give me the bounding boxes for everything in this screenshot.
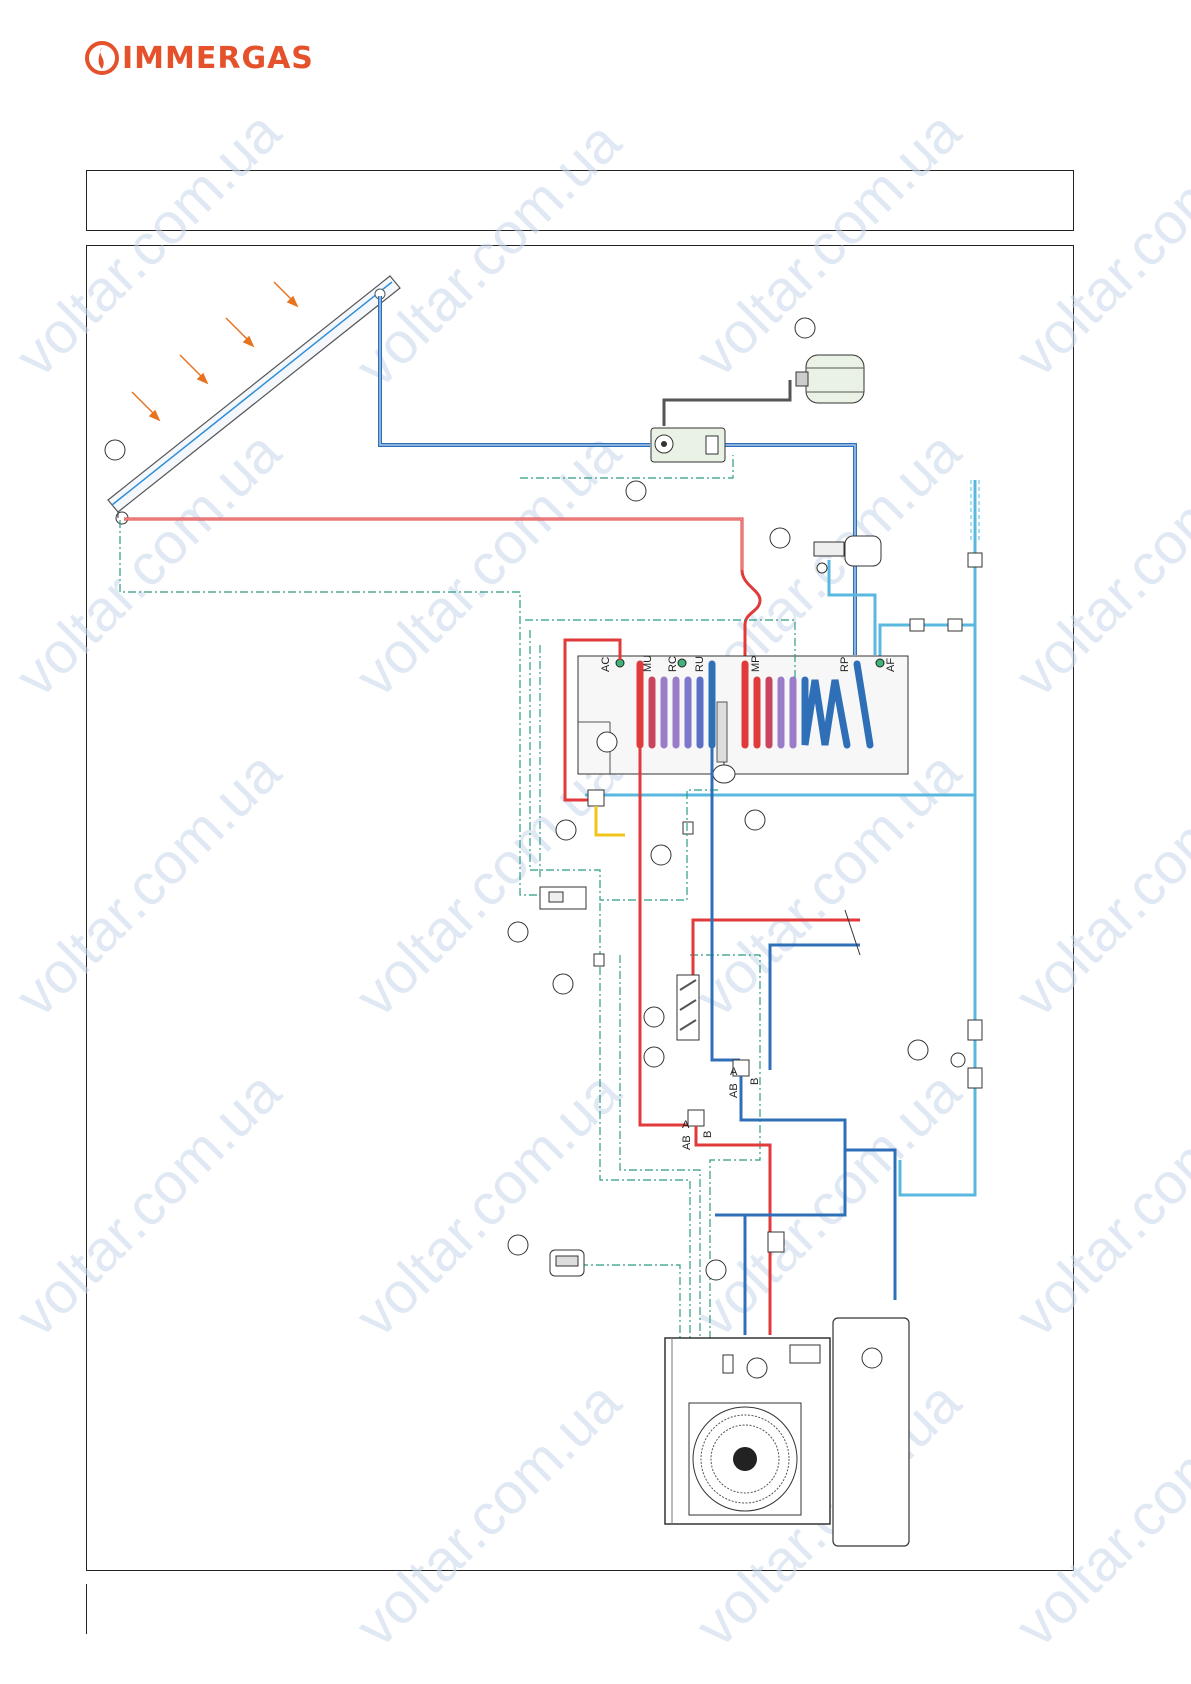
hot-water-outlet — [563, 638, 622, 802]
hydraulic-separator — [676, 974, 700, 1041]
callout-anode — [744, 809, 766, 831]
callout-tank — [596, 731, 618, 753]
tank-port-labels: AC MU RC RU MP RP AF — [600, 655, 897, 672]
watermark-text: voltar.com.ua — [683, 1059, 973, 1349]
watermark-text: voltar.com.ua — [1003, 739, 1191, 1029]
three-way-valve-upper: A AB B — [728, 1059, 761, 1098]
page-margin-rule — [86, 1584, 87, 1634]
tank-port-label: AC — [600, 657, 612, 672]
watermark-text: voltar.com.ua — [3, 99, 293, 389]
solar-flow-pipe — [124, 517, 762, 660]
remote-control — [549, 1249, 585, 1277]
tank-port-label: RC — [667, 656, 679, 672]
callout-tank-probe — [650, 844, 672, 866]
valve-port-label: AB — [728, 1083, 740, 1098]
tank-port-label: RU — [694, 656, 706, 672]
solar-controller — [539, 886, 587, 910]
callout-filter — [907, 1039, 929, 1061]
title-box — [86, 170, 1074, 231]
callout-separator — [643, 1006, 665, 1028]
three-way-valve-lower: A AB B — [681, 1109, 714, 1150]
watermark-text: voltar.com.ua — [343, 1369, 633, 1659]
tank-probe — [682, 821, 694, 835]
thermostatic-mixing-valve — [587, 789, 625, 837]
callout-indoor-module — [861, 1347, 883, 1369]
watermark-text: voltar.com.ua — [1003, 419, 1191, 709]
outdoor-probe — [593, 953, 605, 967]
callout-remote — [507, 1234, 529, 1256]
valve-port-label: AB — [681, 1135, 693, 1150]
callout-collector — [104, 439, 126, 461]
cold-water-main — [898, 480, 977, 1197]
watermark-text: voltar.com.ua — [1003, 99, 1191, 389]
callout-controller — [507, 921, 529, 943]
brand-name: IMMERGAS — [122, 40, 314, 76]
watermark-text: voltar.com.ua — [343, 739, 633, 1029]
valve-port-label: B — [702, 1131, 714, 1138]
heat-pump-return — [739, 1076, 847, 1335]
watermark-text: voltar.com.ua — [3, 1059, 293, 1349]
flame-icon — [85, 41, 119, 75]
callout-three-way-valves — [643, 1046, 665, 1068]
watermark-text: voltar.com.ua — [343, 1059, 633, 1349]
callout-solar-group — [625, 480, 647, 502]
callout-mixing-valve — [555, 819, 577, 841]
callout-outdoor-probe — [552, 973, 574, 995]
solar-collector — [107, 275, 401, 525]
tank-port-label: MP — [750, 656, 762, 673]
brand-logo: IMMERGAS — [84, 38, 314, 78]
solar-expansion-vessel — [795, 354, 865, 404]
watermark-text: voltar.com.ua — [343, 109, 633, 399]
hydronic-indoor-module — [832, 1317, 910, 1547]
tank-port-label: RP — [839, 657, 851, 672]
callout-solar-vessel — [794, 317, 816, 339]
tank-port-label: MU — [642, 655, 654, 672]
valve-port-label: A — [682, 1119, 690, 1131]
callout-dhw-vessel — [769, 527, 791, 549]
heat-pump-outdoor-unit — [664, 1337, 831, 1525]
watermark-text: voltar.com.ua — [3, 739, 293, 1029]
watermark-text: voltar.com.ua — [1003, 1369, 1191, 1659]
callout-outdoor-unit — [746, 1357, 768, 1379]
valve-port-label: B — [749, 1078, 761, 1085]
solar-pump-group — [650, 380, 792, 463]
sun-rays — [131, 281, 299, 422]
solar-coil — [741, 660, 874, 749]
filter-icon — [950, 1052, 966, 1068]
watermark-text: voltar.com.ua — [683, 99, 973, 389]
tank-anode — [712, 764, 736, 784]
tank-port-label: AF — [885, 658, 897, 672]
dhw-expansion-vessel — [813, 535, 882, 655]
watermark-text: voltar.com.ua — [3, 419, 293, 709]
diagram-frame — [86, 245, 1074, 1571]
callout-y-filter — [705, 1259, 727, 1281]
y-filter — [767, 1231, 785, 1253]
watermark-layer: voltar.com.ua voltar.com.ua voltar.com.u… — [3, 99, 1191, 1659]
valve-port-label: A — [730, 1066, 738, 1078]
control-wiring — [119, 455, 796, 1340]
system-return — [768, 943, 860, 1070]
watermark-text: voltar.com.ua — [1003, 1059, 1191, 1349]
